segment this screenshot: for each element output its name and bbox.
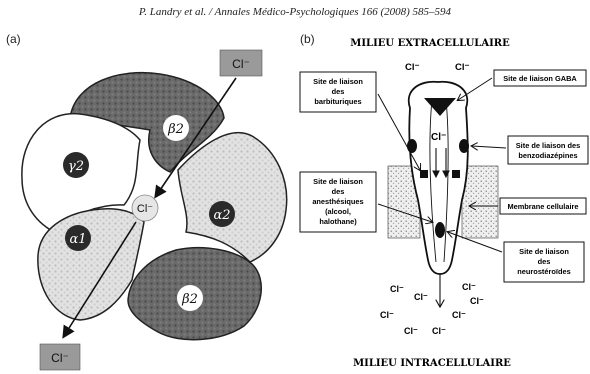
barbiturate-site-marker-2 — [452, 170, 460, 178]
anaesthetic-label-3: anesthésiques — [312, 197, 363, 206]
benzo-site-left — [407, 139, 417, 153]
benzo-site-right — [459, 139, 469, 153]
anaesthetic-label-1: Site de liaison — [313, 177, 363, 186]
membrane-right — [462, 166, 498, 238]
anaesthetic-label-4: (alcool, — [325, 207, 351, 216]
intracellular-chloride-1: Cl⁻ — [390, 284, 404, 294]
extracellular-title: MILIEU EXTRACELLULAIRE — [350, 38, 510, 49]
benzodiazepine-pointer — [472, 146, 506, 148]
intracellular-chloride-8: Cl⁻ — [432, 326, 446, 336]
anaesthetic-label-2: des — [332, 187, 345, 196]
intracellular-chloride-2: Cl⁻ — [414, 292, 428, 302]
membrane-label: Membrane cellulaire — [507, 202, 578, 211]
benzodiazepine-label-2: benzodiazépines — [518, 151, 577, 160]
neurosteroid-label-3: neurostéroïdes — [517, 267, 570, 276]
channel-chloride: Cl⁻ — [431, 132, 446, 143]
extracellular-chloride-2: Cl⁻ — [455, 62, 470, 73]
intracellular-chloride-5: Cl⁻ — [380, 310, 394, 320]
anaesthetic-label-5: halothane) — [319, 217, 357, 226]
neurosteroid-label-2: des — [538, 257, 551, 266]
extracellular-chloride-1: Cl⁻ — [405, 62, 420, 73]
barbiturate-label-2: des — [332, 87, 345, 96]
intracellular-chloride-3: Cl⁻ — [462, 282, 476, 292]
intracellular-chloride-4: Cl⁻ — [470, 296, 484, 306]
benzodiazepine-label-1: Site de liaison des — [516, 141, 580, 150]
intracellular-chloride-7: Cl⁻ — [404, 326, 418, 336]
intracellular-title: MILIEU INTRACELLULAIRE — [353, 358, 511, 369]
barbiturate-site-marker — [420, 170, 428, 178]
neurosteroid-site-marker — [435, 222, 445, 238]
gaba-label: Site de liaison GABA — [503, 74, 577, 83]
neurosteroid-label-1: Site de liaison — [519, 247, 569, 256]
barbiturate-label-1: Site de liaison — [313, 77, 363, 86]
intracellular-chloride-6: Cl⁻ — [452, 310, 466, 320]
barbiturate-label-3: barbituriques — [314, 97, 361, 106]
